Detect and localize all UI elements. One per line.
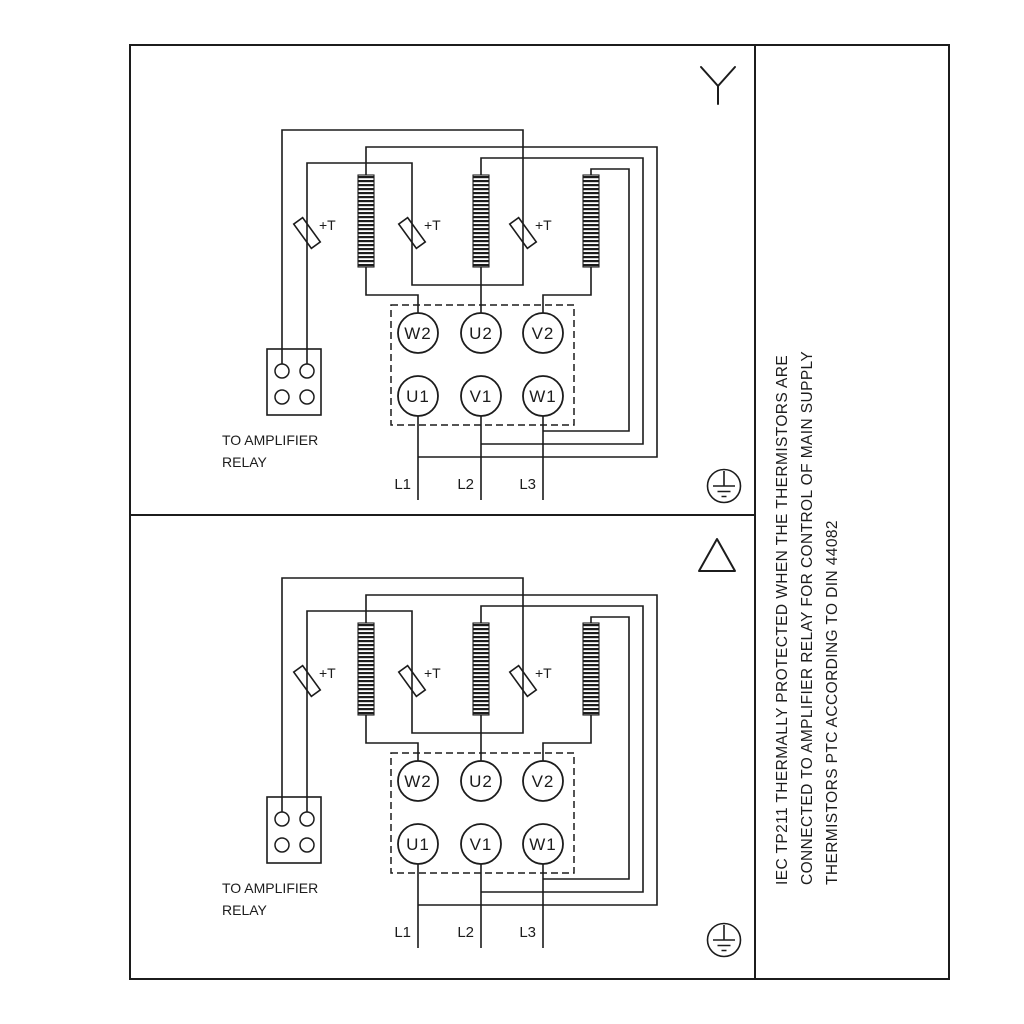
wiring [281, 129, 658, 500]
motor-winding-coil [357, 174, 375, 268]
supply-line-label: L1 [394, 476, 411, 493]
diagram-border [129, 44, 950, 980]
relay-box [266, 796, 322, 864]
terminal-v2: V2 [522, 312, 564, 354]
side-note-line: THERMISTORS PTC ACCORDING TO DIN 44082 [824, 520, 841, 885]
relay-terminal [299, 811, 315, 827]
thermistor-label: +T [535, 217, 552, 233]
terminal-label: V1 [470, 387, 493, 406]
terminal-block [390, 752, 575, 874]
thermistor-label: +T [424, 665, 441, 681]
relay-terminal [299, 837, 315, 853]
terminal-u1: U1 [397, 375, 439, 417]
relay-label: RELAY [222, 902, 268, 918]
thermistor-label: +T [319, 665, 336, 681]
terminal-label: U1 [406, 387, 430, 406]
supply-line-label: L2 [457, 476, 474, 493]
thermistor-icon [292, 216, 322, 250]
protective-earth-icon [706, 922, 742, 958]
protective-earth-icon [706, 468, 742, 504]
thermistor-icon [397, 664, 427, 698]
motor-winding-coil [472, 174, 490, 268]
motor-winding-coil [582, 622, 600, 716]
terminal-label: U2 [469, 324, 493, 343]
terminal-label: W2 [404, 772, 432, 791]
terminal-label: V2 [532, 324, 555, 343]
terminal-label: U2 [469, 772, 493, 791]
terminal-u2: U2 [460, 760, 502, 802]
terminal-w2: W2 [397, 760, 439, 802]
motor-winding-coil [582, 174, 600, 268]
terminal-label: W2 [404, 324, 432, 343]
terminal-w1: W1 [522, 375, 564, 417]
terminal-label: V1 [470, 835, 493, 854]
relay-terminal [274, 363, 290, 379]
relay-label: TO AMPLIFIER [222, 880, 318, 896]
terminal-v2: V2 [522, 760, 564, 802]
thermistor-icon [508, 664, 538, 698]
thermistor-label: +T [535, 665, 552, 681]
terminal-block [390, 304, 575, 426]
motor-winding-coil [472, 622, 490, 716]
terminal-w2: W2 [397, 312, 439, 354]
side-note-line: IEC TP211 THERMALLY PROTECTED WHEN THE T… [774, 355, 791, 885]
relay-terminal [274, 389, 290, 405]
relay-terminal [274, 811, 290, 827]
supply-line-label: L3 [519, 476, 536, 493]
relay-label: RELAY [222, 454, 268, 470]
terminal-label: U1 [406, 835, 430, 854]
star-icon [700, 66, 736, 105]
relay-terminal [274, 837, 290, 853]
relay-label: TO AMPLIFIER [222, 432, 318, 448]
terminal-w1: W1 [522, 823, 564, 865]
delta-icon [698, 538, 736, 572]
supply-line-label: L2 [457, 924, 474, 941]
thermistor-icon [508, 216, 538, 250]
motor-winding-coil [357, 622, 375, 716]
thermistor-icon [292, 664, 322, 698]
terminal-label: W1 [529, 835, 557, 854]
terminal-label: V2 [532, 772, 555, 791]
side-note: IEC TP211 THERMALLY PROTECTED WHEN THE T… [774, 351, 841, 885]
relay-terminal [299, 389, 315, 405]
relay-box [266, 348, 322, 416]
panel-delta: TO AMPLIFIER RELAY +T +T +T W2 U2 V2 U1 [222, 577, 742, 958]
panel-star: TO AMPLIFIER RELAY +T +T +T W2 U2 V2 U1 [222, 129, 742, 504]
thermistor-icon [397, 216, 427, 250]
side-note-line: CONNECTED TO AMPLIFIER RELAY FOR CONTROL… [799, 351, 816, 885]
terminal-label: W1 [529, 387, 557, 406]
supply-line-label: L3 [519, 924, 536, 941]
terminal-v1: V1 [460, 375, 502, 417]
supply-line-label: L1 [394, 924, 411, 941]
terminal-v1: V1 [460, 823, 502, 865]
terminal-u2: U2 [460, 312, 502, 354]
thermistor-label: +T [424, 217, 441, 233]
wiring [281, 577, 658, 948]
thermistor-label: +T [319, 217, 336, 233]
relay-terminal [299, 363, 315, 379]
terminal-u1: U1 [397, 823, 439, 865]
